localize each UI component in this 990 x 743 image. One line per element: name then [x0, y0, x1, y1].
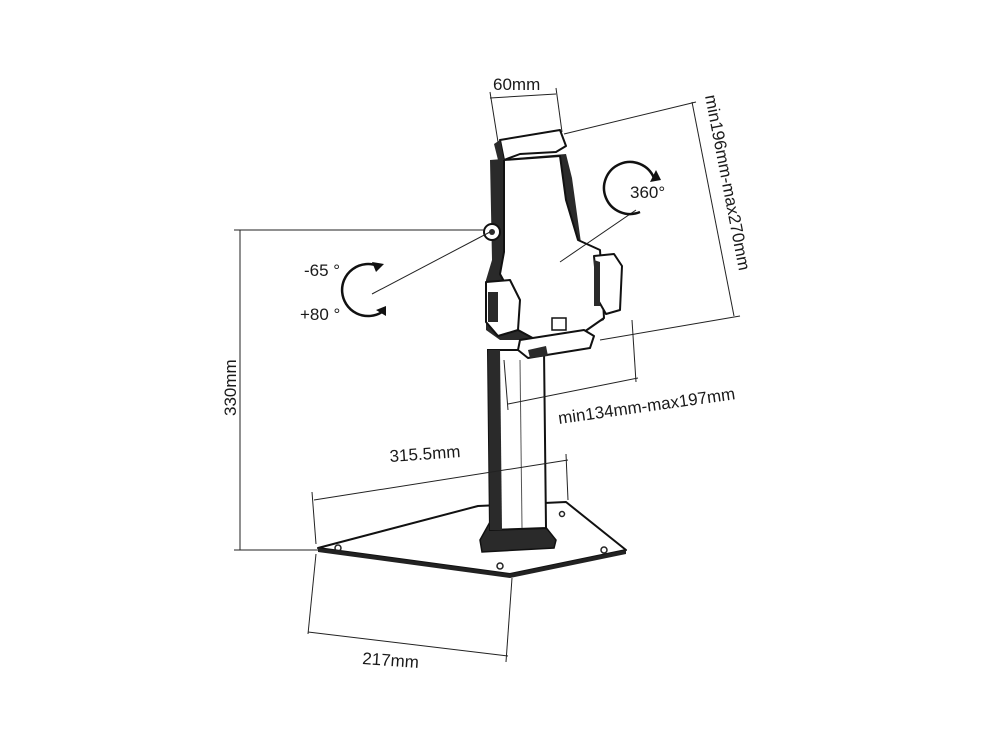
tilt-down-label: -65 ° [304, 261, 340, 280]
tilt-arrow [340, 262, 386, 318]
screw-hole [496, 562, 504, 570]
base-width-label: 217mm [362, 649, 420, 672]
height-range-label: min196mm-max270mm [701, 93, 754, 272]
rotation-360-arrow [602, 160, 661, 216]
lock-icon [551, 317, 567, 331]
width-range-label: min134mm-max197mm [557, 384, 736, 428]
screw-hole [334, 544, 342, 552]
tilt-up-label: +80 ° [300, 305, 340, 324]
base-plate [317, 501, 627, 578]
tablet-holder [483, 129, 623, 359]
width-top-label: 60mm [493, 75, 540, 94]
dimension-lines [234, 87, 741, 663]
screw-hole [558, 510, 566, 518]
screw-hole [600, 546, 608, 554]
rotation-label: 360° [630, 183, 665, 202]
base-depth-label: 315.5mm [389, 442, 461, 466]
height-total-label: 330mm [221, 359, 240, 416]
stand-column [479, 349, 557, 553]
